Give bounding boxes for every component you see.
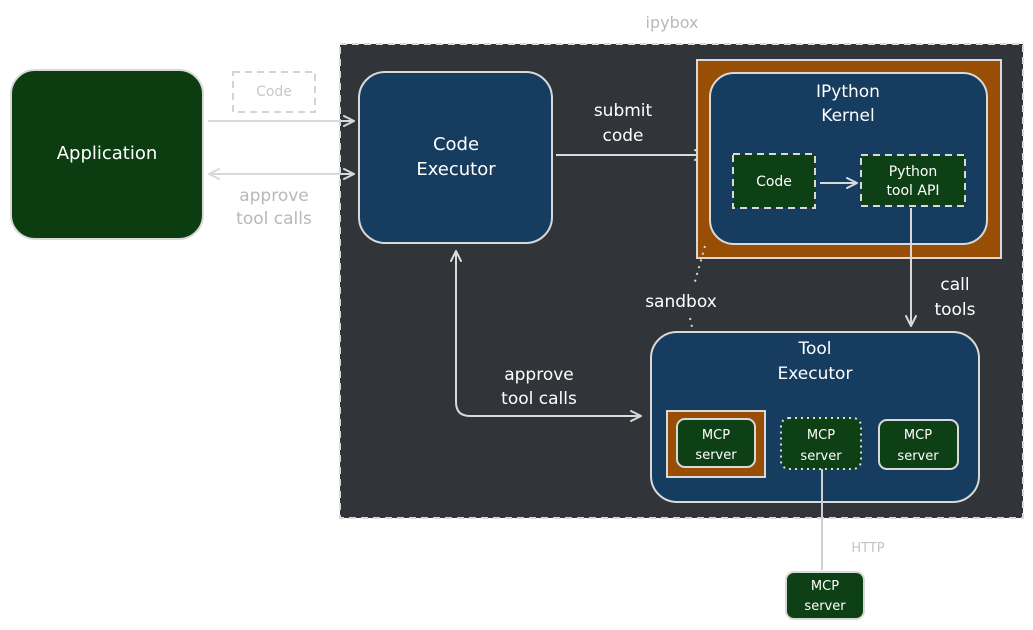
approve-tool-calls-inner-line2: tool calls	[501, 389, 577, 409]
submit-code-label-line2: code	[603, 126, 644, 146]
submit-code-label-line1: submit	[594, 101, 653, 121]
mcp-server-external: MCP server	[785, 571, 865, 620]
kernel-code-label: Code	[756, 174, 792, 190]
http-label: HTTP	[851, 541, 884, 556]
mcp-server-3-line1: MCP	[904, 428, 932, 443]
python-tool-api-label-line2: tool API	[886, 183, 939, 199]
mcp-server-remote-proxy: MCP server	[780, 417, 862, 470]
tool-executor-label-line1: Tool	[797, 339, 831, 359]
approve-tool-calls-inner-arrow	[450, 250, 642, 422]
code-executor-label-line2: Executor	[416, 159, 496, 180]
mcp-server-local: MCP server	[878, 419, 959, 470]
mcp-server-external-line1: MCP	[811, 579, 839, 594]
approve-tool-calls-inner-line1: approve	[504, 365, 574, 385]
code-executor-node: Code Executor	[358, 71, 553, 244]
mcp-server-1-line2: server	[695, 448, 737, 463]
approve-tool-calls-outer-line1: approve	[239, 186, 309, 206]
ipybox-label: ipybox	[646, 13, 699, 32]
sandbox-label: sandbox	[645, 292, 717, 312]
tool-executor-label-line2: Executor	[778, 364, 853, 384]
application-label: Application	[57, 143, 158, 164]
approve-tool-calls-outer-line2: tool calls	[236, 209, 312, 229]
kernel-code-node: Code	[732, 153, 816, 209]
mcp-server-3-line2: server	[897, 449, 939, 464]
ipython-kernel-label-line1: IPython	[816, 82, 880, 102]
mcp-server-1-line1: MCP	[702, 428, 730, 443]
mcp-server-2-line1: MCP	[807, 428, 835, 443]
python-tool-api-node: Python tool API	[860, 154, 966, 207]
code-payload-node: Code	[232, 71, 316, 113]
ipython-kernel-label-line2: Kernel	[821, 106, 874, 126]
code-payload-label: Code	[256, 84, 292, 100]
call-tools-label-line1: call	[940, 275, 969, 295]
application-node: Application	[10, 69, 204, 240]
mcp-server-sandboxed: MCP server	[676, 418, 756, 468]
mcp-server-external-line2: server	[804, 599, 846, 614]
call-tools-label-line2: tools	[934, 300, 975, 320]
mcp-server-2-line2: server	[800, 449, 842, 464]
python-tool-api-label-line1: Python	[889, 164, 938, 180]
code-executor-label-line1: Code	[433, 134, 479, 155]
